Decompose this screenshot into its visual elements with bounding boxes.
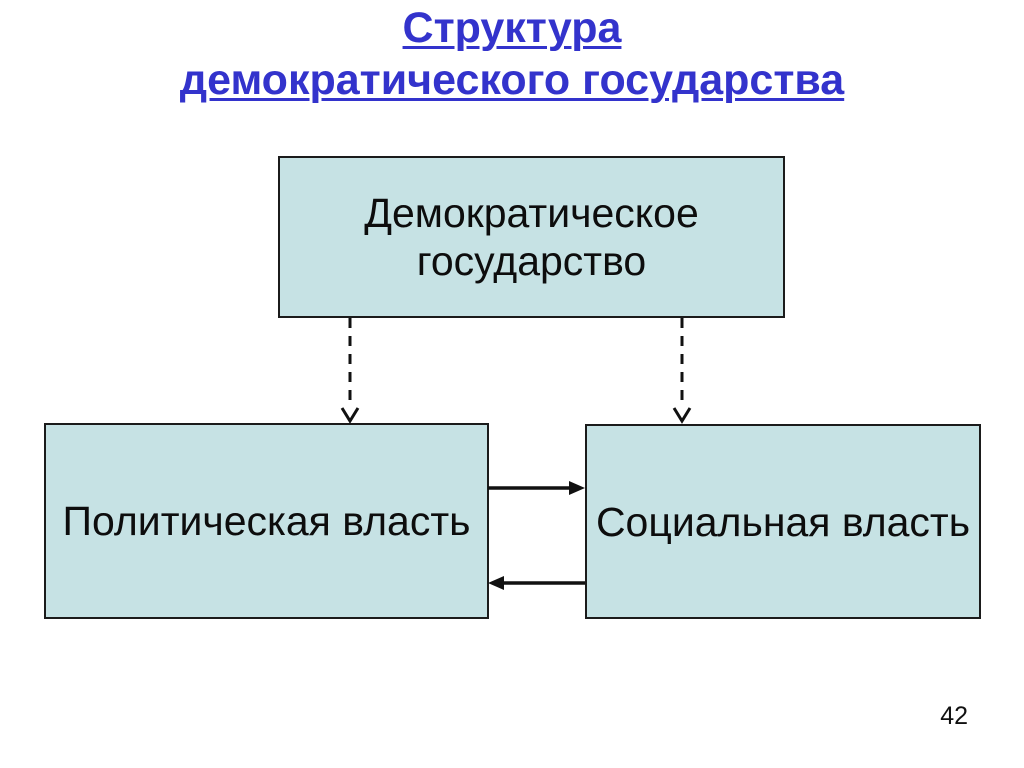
page-title-line2: демократического государства xyxy=(179,56,845,104)
page-title-line1: Структура xyxy=(402,4,622,52)
arrow-political-to-social xyxy=(488,481,585,495)
dashed-arrow-to-social-power xyxy=(672,318,692,424)
node-democratic-state-label: Демократическое государство xyxy=(364,190,699,284)
node-political-power-label: Политическая власть xyxy=(62,498,471,544)
page-number: 42 xyxy=(940,702,968,730)
dashed-arrow-to-political-power xyxy=(340,318,360,424)
node-political-power: Политическая власть xyxy=(44,423,489,619)
node-democratic-state: Демократическое государство xyxy=(278,156,785,318)
node-social-power: Социальная власть xyxy=(585,424,981,619)
node-social-power-label: Социальная власть xyxy=(595,498,971,545)
page-title: Структура демократического государства xyxy=(0,2,1024,106)
arrow-social-to-political xyxy=(488,576,585,590)
